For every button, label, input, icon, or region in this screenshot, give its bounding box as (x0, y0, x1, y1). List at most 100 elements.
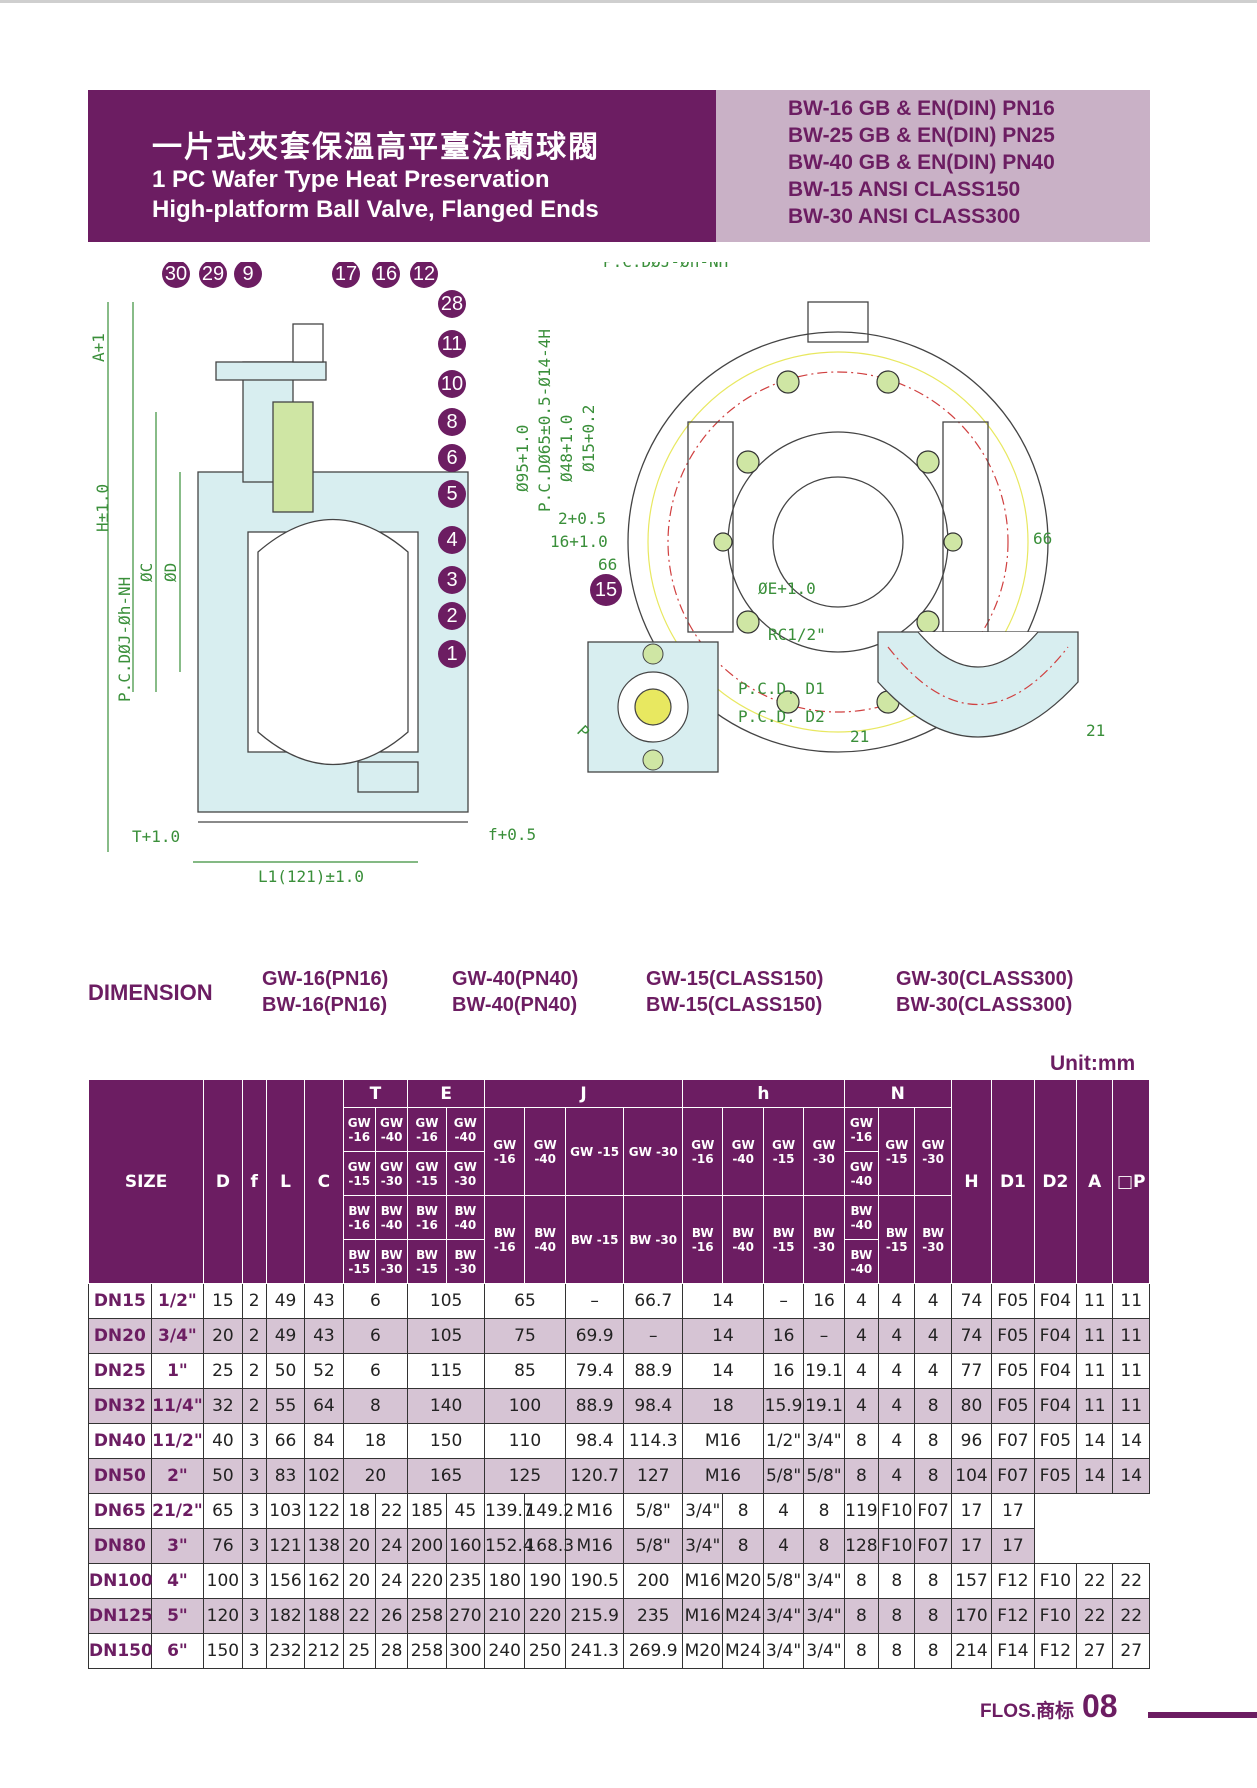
header-bw40: BW -40 (843, 1239, 880, 1284)
table-cell: 5/8" (762, 1563, 805, 1599)
page-number: 08 (1081, 1688, 1118, 1724)
table-cell: M20 (722, 1563, 764, 1599)
model-gw: GW-15(CLASS150) (646, 968, 824, 990)
table-cell: 4 (762, 1528, 805, 1564)
dim-phi48: Ø48+1.0 (557, 415, 576, 482)
table-cell: 20 (203, 1318, 243, 1354)
callout-9: 9 (234, 262, 262, 288)
footer-brand: FLOS.商标 (980, 1701, 1074, 1722)
header-gw16: GW -16 (843, 1107, 880, 1152)
table-cell: – (803, 1318, 845, 1354)
header-gw15: GW -15 (342, 1151, 376, 1196)
dim-od: ØD (161, 563, 180, 582)
table-cell: 150 (407, 1423, 486, 1459)
table-cell: 49 (265, 1318, 306, 1354)
header-a: A (1076, 1079, 1114, 1284)
table-cell: 114.3 (623, 1423, 684, 1459)
table-cell: 185 (407, 1493, 447, 1529)
table-cell: 14 (682, 1353, 764, 1389)
table-cell: M16 (564, 1528, 625, 1564)
top-rule (0, 0, 1257, 3)
dim-66-left: 66 (598, 555, 617, 574)
table-cell: 4 (914, 1283, 952, 1319)
table-cell: 88.9 (623, 1353, 684, 1389)
table-cell: 8 (722, 1493, 764, 1529)
model-bw: BW-15(CLASS150) (646, 994, 823, 1016)
table-cell: 150 (203, 1633, 243, 1669)
title-panel: 一片式夾套保溫高平臺法蘭球閥 1 PC Wafer Type Heat Pres… (88, 90, 716, 242)
table-cell: 8 (878, 1633, 916, 1669)
part-callouts: 30 29 9 17 16 12 28 11 10 8 6 5 4 3 2 1 … (162, 262, 622, 668)
header-bw16: BW -16 (484, 1195, 526, 1284)
table-cell: 43 (304, 1318, 344, 1354)
table-cell: 5/8" (623, 1528, 684, 1564)
header-gw16: GW -16 (682, 1107, 724, 1196)
table-cell: 200 (623, 1563, 684, 1599)
header-h-small: h (682, 1079, 845, 1108)
table-cell: F14 (991, 1633, 1035, 1669)
top-flange-view (587, 641, 719, 773)
section-view (197, 323, 469, 823)
table-cell: 3/4" (803, 1563, 845, 1599)
dim-pcd-side: P.C.DØJ-Øh-NH (115, 577, 134, 702)
table-cell: 250 (524, 1633, 566, 1669)
size-inch: 6" (150, 1633, 205, 1669)
header-e: E (407, 1079, 486, 1108)
table-cell: F05 (1033, 1423, 1078, 1459)
svg-text:3: 3 (446, 569, 457, 591)
size-inch: 11/4" (150, 1388, 205, 1424)
header-gw30: GW -30 (374, 1151, 409, 1196)
standard-line: BW-16 GB & EN(DIN) PN16 (788, 97, 1055, 120)
table-cell: 14 (682, 1318, 764, 1354)
table-cell: 138 (304, 1528, 344, 1564)
table-cell: F07 (991, 1458, 1035, 1494)
table-cell: 269.9 (623, 1633, 684, 1669)
dim-16: 16+1.0 (550, 532, 608, 551)
callout-17: 17 (332, 262, 360, 288)
callout-2: 2 (438, 602, 466, 630)
size-dn: DN65 (88, 1493, 152, 1529)
table-cell: 16 (762, 1318, 805, 1354)
table-cell: 15.9 (762, 1388, 805, 1424)
table-cell: F10 (1033, 1563, 1078, 1599)
table-cell: 22 (1112, 1598, 1150, 1634)
header-d2: D2 (1033, 1079, 1078, 1284)
table-cell: 3 (241, 1423, 267, 1459)
table-cell: 128 (843, 1528, 880, 1564)
callout-12: 12 (410, 262, 438, 288)
header-gw15: GW -15 (762, 1107, 805, 1196)
table-cell: 11 (1112, 1283, 1150, 1319)
callout-10: 10 (438, 370, 466, 398)
table-cell: 139.7 (484, 1493, 534, 1529)
table-cell: 65 (484, 1283, 566, 1319)
table-cell: 84 (304, 1423, 344, 1459)
table-cell: F12 (1033, 1633, 1078, 1669)
table-cell: 50 (203, 1458, 243, 1494)
table-cell: 27 (1076, 1633, 1114, 1669)
table-cell: 11 (1112, 1388, 1150, 1424)
svg-text:29: 29 (202, 263, 224, 285)
table-cell: F04 (1033, 1388, 1078, 1424)
table-cell: 4 (878, 1458, 916, 1494)
header-f: f (241, 1079, 267, 1284)
standard-line: BW-25 GB & EN(DIN) PN25 (788, 124, 1055, 147)
model-bw: BW-40(PN40) (452, 994, 578, 1016)
model-gw: GW-30(CLASS300) (896, 968, 1074, 990)
table-cell: 11 (1076, 1283, 1114, 1319)
table-cell: 79.4 (564, 1353, 625, 1389)
table-cell: 3/4" (803, 1633, 845, 1669)
table-cell: 120.7 (564, 1458, 625, 1494)
table-cell: 11 (1112, 1353, 1150, 1389)
table-cell: 3/4" (682, 1493, 724, 1529)
table-cell: – (564, 1283, 625, 1319)
header-n: N (843, 1079, 952, 1108)
standard-line: BW-30 ANSI CLASS300 (788, 205, 1021, 228)
table-cell: 20 (342, 1528, 376, 1564)
table-cell: 8 (843, 1423, 880, 1459)
table-cell: 3/4" (762, 1633, 805, 1669)
table-cell: 8 (722, 1528, 764, 1564)
model-group: GW-16(PN16) BW-16(PN16) (262, 966, 388, 1018)
